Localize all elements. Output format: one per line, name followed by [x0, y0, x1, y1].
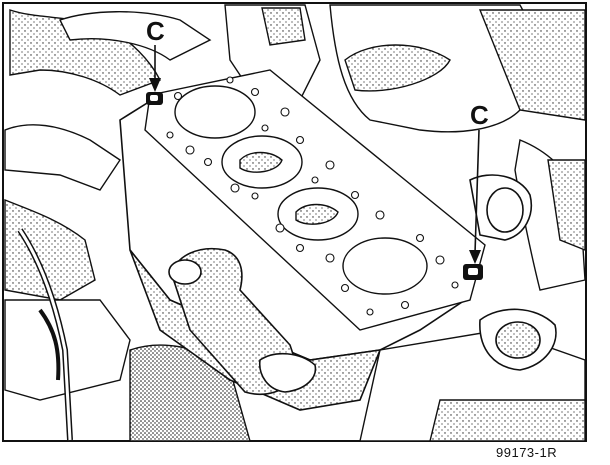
callout-c-right: C	[463, 100, 489, 280]
cylinder-bore-4	[342, 237, 428, 295]
callout-c-left: C	[146, 16, 165, 105]
callout-c-left-label: C	[146, 16, 165, 46]
oil-filter-housing	[168, 248, 317, 396]
cylinder-bore-1	[174, 85, 256, 139]
reference-code: 99173-1R	[496, 445, 557, 460]
head-gasket	[144, 69, 486, 331]
callout-c-right-label: C	[470, 100, 489, 130]
water-pump-housing	[469, 174, 557, 371]
